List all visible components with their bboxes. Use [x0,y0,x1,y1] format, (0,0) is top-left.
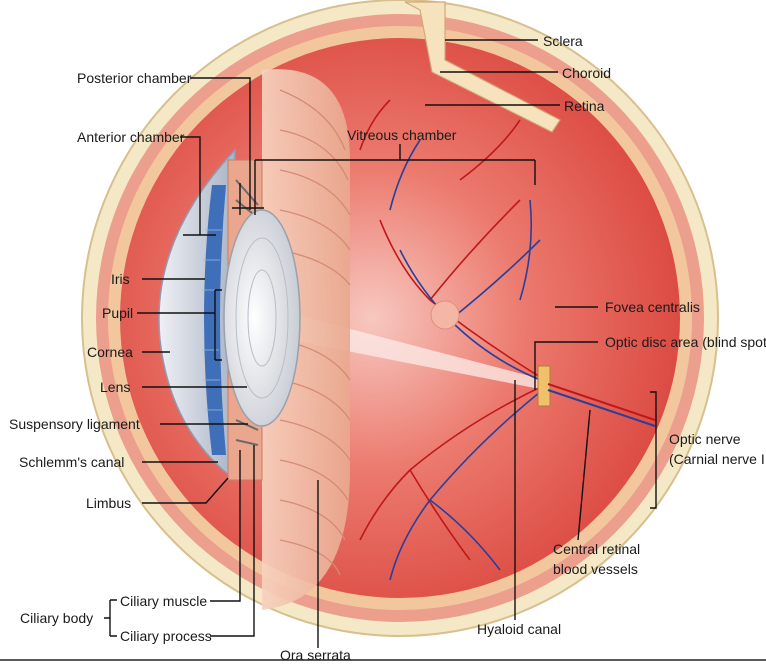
label-ciliary-body: Ciliary body [20,610,93,626]
label-optic-nerve-2: (Carnial nerve II) [669,451,766,467]
label-anterior-chamber: Anterior chamber [77,129,185,145]
label-vitreous-chamber: Vitreous chamber [347,127,457,143]
fovea-spot [431,301,459,329]
label-schlemms-canal: Schlemm's canal [19,454,124,470]
label-ciliary-muscle: Ciliary muscle [120,593,207,609]
label-lens: Lens [100,379,130,395]
label-suspensory-ligament: Suspensory ligament [9,416,140,432]
label-retina: Retina [564,98,605,114]
label-ciliary-process: Ciliary process [120,628,212,644]
label-cornea: Cornea [87,344,133,360]
label-choroid: Choroid [562,65,611,81]
label-posterior-chamber: Posterior chamber [77,70,192,86]
label-hyaloid-canal: Hyaloid canal [477,621,561,637]
label-central-retinal-2: blood vessels [553,561,638,577]
label-optic-disc: Optic disc area (blind spot) [605,334,766,350]
label-sclera: Sclera [543,33,583,49]
optic-disc [538,366,550,406]
label-iris: Iris [111,271,130,287]
label-optic-nerve-1: Optic nerve [669,431,741,447]
label-fovea-centralis: Fovea centralis [605,299,700,315]
label-central-retinal-1: Central retinal [553,541,640,557]
label-limbus: Limbus [86,495,131,511]
lens-shape [224,210,300,426]
label-pupil: Pupil [102,305,133,321]
